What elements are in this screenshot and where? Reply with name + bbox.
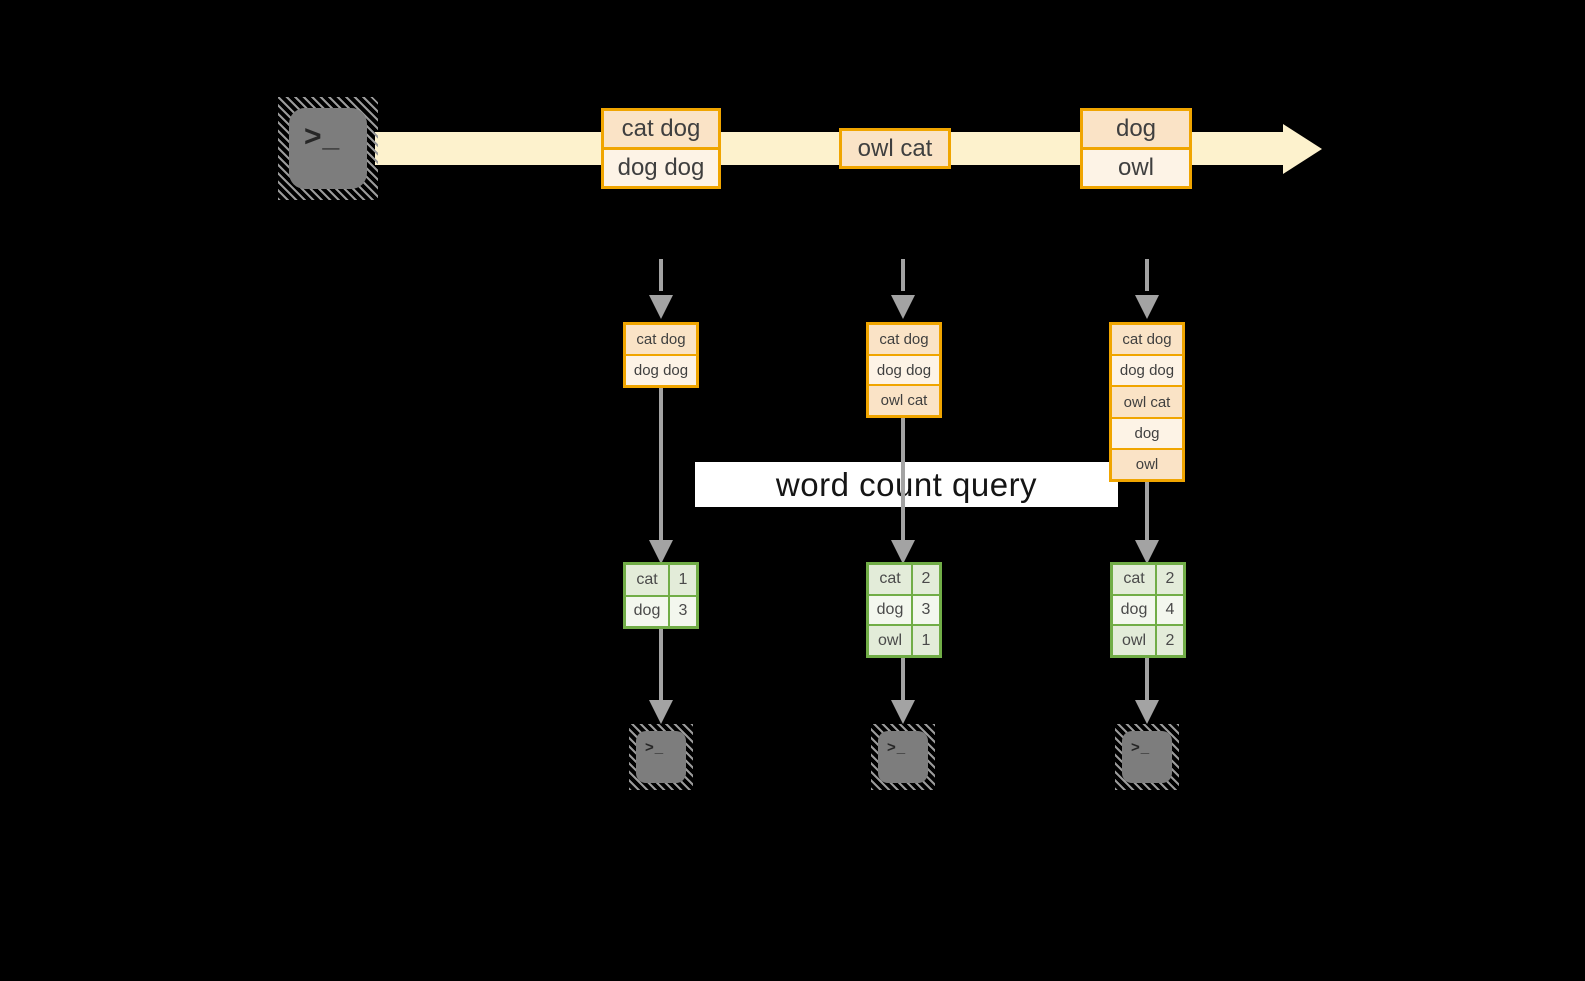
- arrowhead-icon: [891, 700, 915, 724]
- dashed-arrow: [901, 259, 905, 291]
- count-cell: 4: [1157, 595, 1183, 625]
- terminal-screen: >_: [636, 731, 686, 783]
- sink-terminal-icon: >_: [1115, 724, 1179, 790]
- state-line: dog dog: [869, 355, 939, 385]
- sink-terminal-icon: >_: [871, 724, 935, 790]
- count-cell: 2: [913, 565, 939, 594]
- terminal-screen: >_: [878, 731, 928, 783]
- event-line: dog dog: [604, 150, 718, 186]
- word-count-table-1: cat 1 dog 3: [623, 562, 699, 629]
- state-line: owl: [1112, 449, 1182, 480]
- prompt-glyph: >_: [645, 739, 665, 756]
- source-terminal-icon: >_: [278, 97, 378, 200]
- state-line: cat dog: [1112, 325, 1182, 355]
- arrow: [1145, 658, 1149, 703]
- prompt-glyph: >_: [304, 120, 341, 153]
- event-line: owl: [1083, 150, 1189, 186]
- state-buffer-2: cat dog dog dog owl cat: [866, 322, 942, 418]
- word-cell: dog: [869, 595, 911, 625]
- sink-terminal-icon: >_: [629, 724, 693, 790]
- state-line: owl cat: [1112, 387, 1182, 417]
- stream-event-batch-3: dog owl: [1080, 108, 1192, 189]
- word-count-table-3: cat 2 dog 4 owl 2: [1110, 562, 1186, 658]
- word-cell: cat: [626, 565, 668, 595]
- dashed-arrow: [1145, 259, 1149, 291]
- count-cell: 1: [670, 565, 696, 595]
- word-cell: owl: [869, 626, 911, 655]
- event-line: owl cat: [842, 131, 948, 166]
- count-cell: 3: [913, 595, 939, 625]
- arrow: [659, 387, 663, 543]
- terminal-screen: >_: [289, 108, 367, 189]
- arrowhead-icon: [891, 540, 915, 564]
- prompt-glyph: >_: [887, 739, 907, 756]
- count-cell: 2: [1157, 565, 1183, 594]
- dashed-arrowhead-icon: [891, 295, 915, 319]
- word-cell: owl: [1113, 626, 1155, 655]
- prompt-glyph: >_: [1131, 739, 1151, 756]
- stream-arrowhead-icon: [1283, 124, 1322, 174]
- terminal-screen: >_: [1122, 731, 1172, 783]
- query-label-band: word count query: [695, 462, 1118, 507]
- arrowhead-icon: [1135, 700, 1159, 724]
- stream-event-batch-1: cat dog dog dog: [601, 108, 721, 189]
- arrow: [901, 658, 905, 703]
- state-line: owl cat: [869, 386, 939, 416]
- arrow: [659, 629, 663, 703]
- word-cell: cat: [1113, 565, 1155, 594]
- arrowhead-icon: [649, 700, 673, 724]
- count-cell: 2: [1157, 626, 1183, 655]
- event-line: cat dog: [604, 111, 718, 147]
- arrowhead-icon: [649, 540, 673, 564]
- event-line: dog: [1083, 111, 1189, 147]
- word-cell: dog: [1113, 595, 1155, 625]
- arrow: [1145, 481, 1149, 543]
- state-line: dog: [1112, 418, 1182, 448]
- state-buffer-3: cat dog dog dog owl cat dog owl: [1109, 322, 1185, 482]
- arrow: [901, 417, 905, 543]
- dashed-arrowhead-icon: [1135, 295, 1159, 319]
- arrowhead-icon: [1135, 540, 1159, 564]
- word-cell: dog: [626, 596, 668, 626]
- dashed-arrowhead-icon: [649, 295, 673, 319]
- state-line: cat dog: [869, 325, 939, 354]
- word-cell: cat: [869, 565, 911, 594]
- count-cell: 1: [913, 626, 939, 655]
- state-buffer-1: cat dog dog dog: [623, 322, 699, 388]
- state-line: dog dog: [626, 356, 696, 385]
- query-label: word count query: [775, 465, 1038, 503]
- state-line: dog dog: [1112, 356, 1182, 386]
- dashed-arrow: [659, 259, 663, 291]
- state-line: cat dog: [626, 325, 696, 354]
- count-cell: 3: [670, 596, 696, 626]
- word-count-table-2: cat 2 dog 3 owl 1: [866, 562, 942, 658]
- stream-event-batch-2: owl cat: [839, 128, 951, 169]
